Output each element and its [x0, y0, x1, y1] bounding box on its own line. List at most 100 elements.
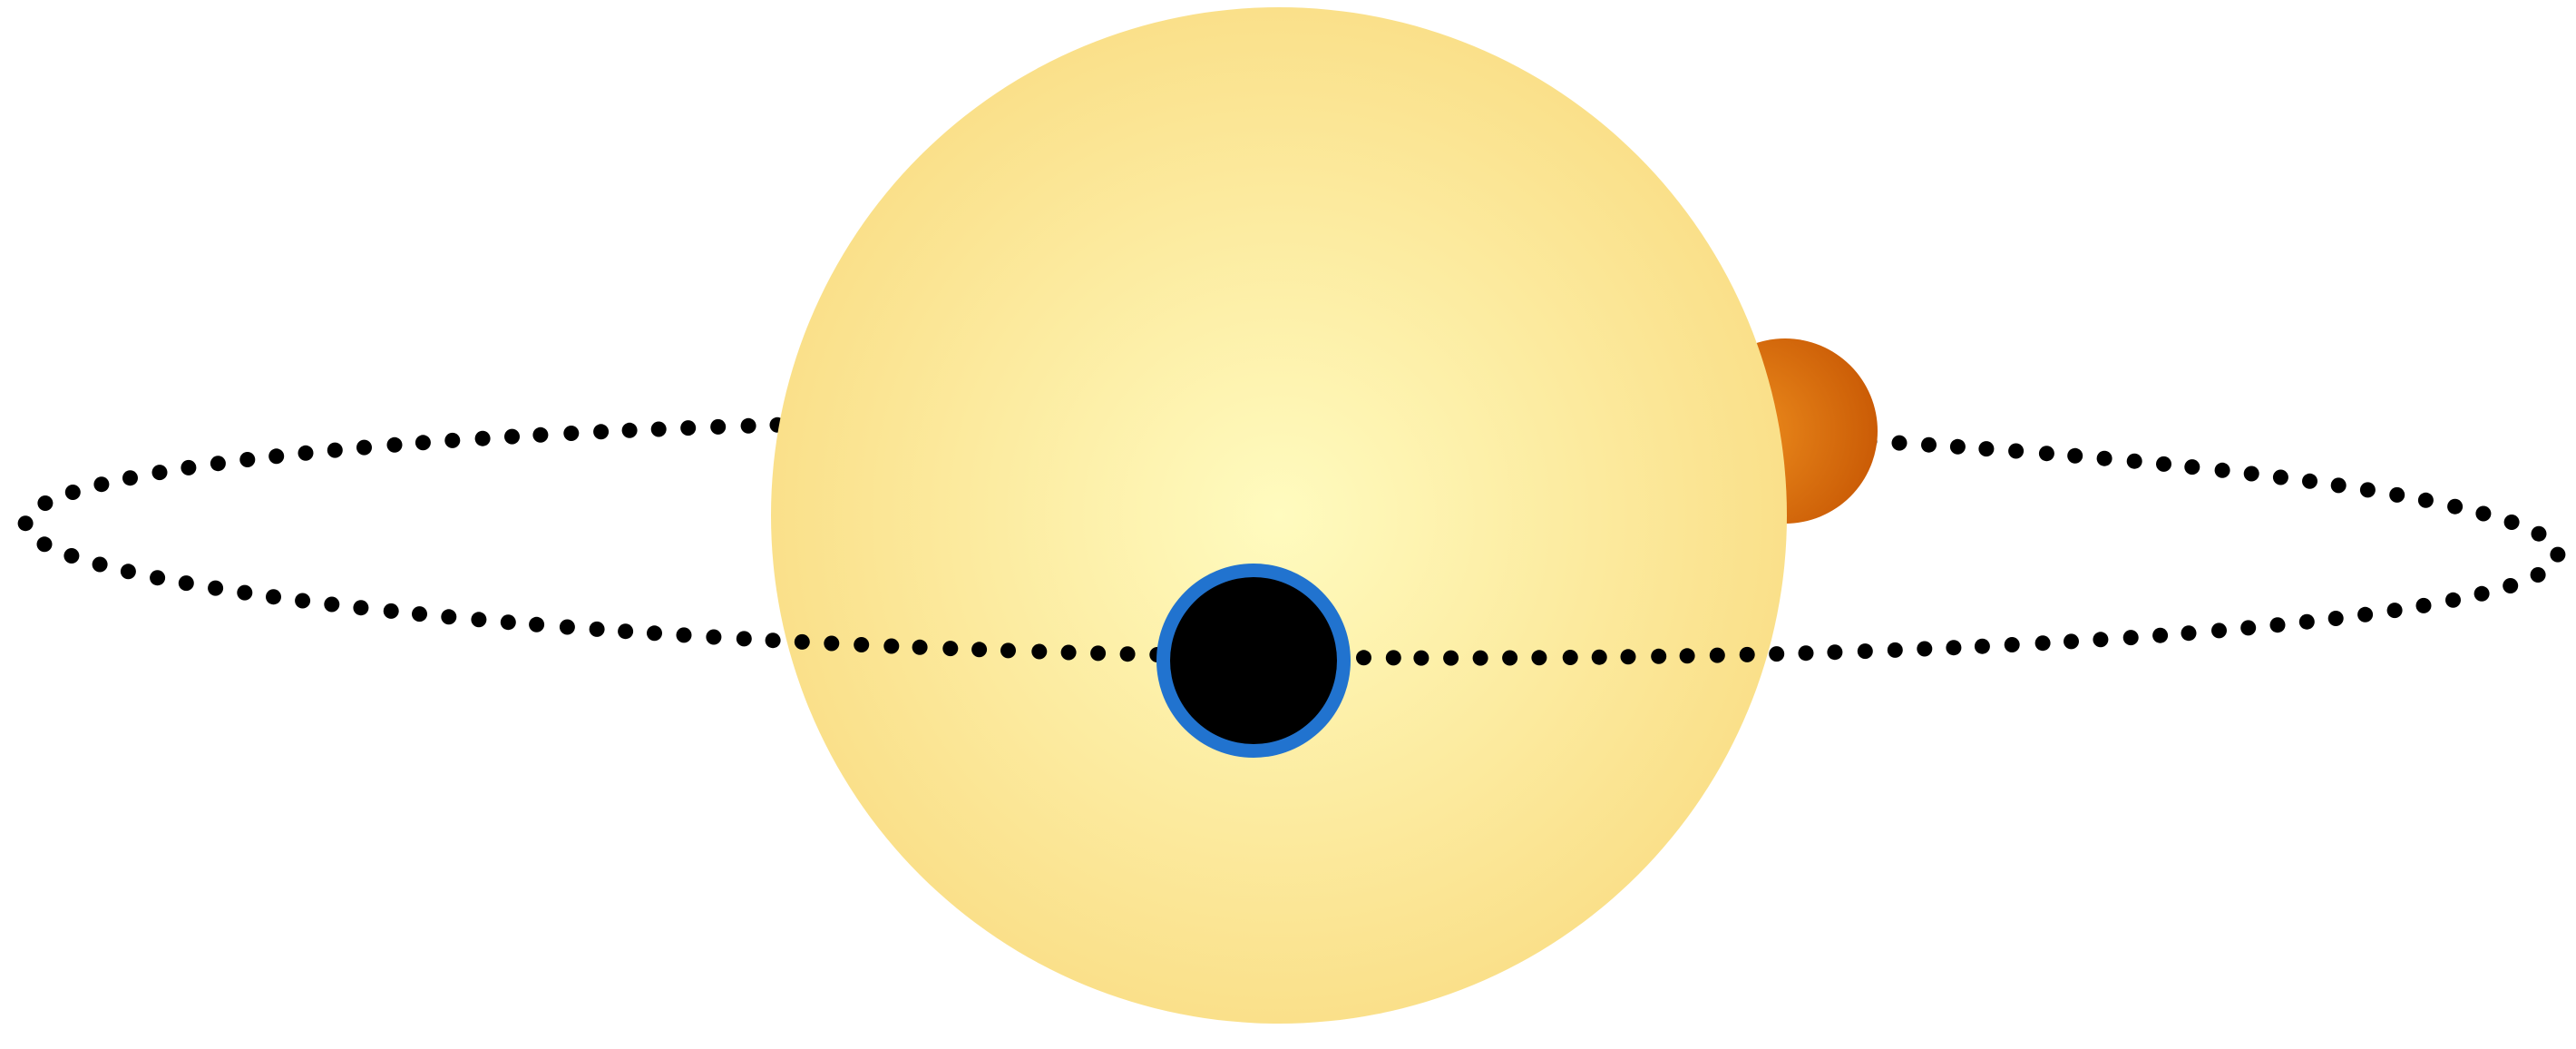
orbit-dot [2243, 466, 2259, 482]
orbit-dot [1887, 642, 1903, 658]
orbit-dot [765, 632, 781, 649]
orbit-dot [1974, 638, 1990, 654]
orbit-dot [2415, 597, 2432, 613]
orbit-dot [2067, 447, 2083, 464]
orbit-dot [2298, 613, 2315, 630]
orbit-dot [883, 638, 900, 654]
orbit-dot [2064, 633, 2079, 650]
orbit-dot [1031, 643, 1048, 660]
orbit-dot [178, 575, 194, 592]
orbit-dot [1472, 650, 1488, 666]
orbit-dot [676, 627, 692, 643]
orbit-dot [2240, 620, 2257, 636]
orbit-dot [1413, 650, 1429, 666]
orbit-dot [1620, 649, 1636, 665]
orbit-dot [824, 635, 840, 652]
orbit-dot [386, 436, 403, 453]
orbit-dot [1891, 435, 1908, 451]
orbit-dot [181, 459, 197, 475]
orbit-dot [854, 637, 870, 652]
orbit-dot [383, 603, 399, 619]
orbit-dot [122, 470, 138, 486]
orbit-dot [2181, 625, 2197, 642]
orbit-dot [1090, 645, 1107, 662]
orbit-dot [1679, 648, 1695, 664]
orbit-dot [1949, 438, 1966, 455]
orbit-dot [2214, 462, 2230, 478]
orbit-dot [529, 616, 545, 632]
orbit-dot [151, 465, 168, 481]
orbit-dot [563, 426, 580, 441]
orbit-dot [589, 621, 605, 637]
orbit-dot [266, 589, 281, 605]
orbit-dot [471, 612, 487, 628]
orbit-dot [208, 580, 224, 596]
orbit-dot [2008, 443, 2025, 459]
transiting-planet [1170, 577, 1337, 744]
orbit-dot [2530, 567, 2546, 583]
orbit-dot [2357, 606, 2374, 623]
orbit-dot [150, 570, 166, 586]
orbit-dot [1978, 441, 1995, 457]
orbit-dot [2417, 492, 2434, 508]
orbit-dot [1709, 647, 1725, 663]
orbit-dot [618, 623, 634, 640]
orbit-dot [120, 564, 136, 580]
orbit-dot [324, 596, 340, 613]
orbit-dot [412, 606, 427, 623]
orbit-dot [1356, 650, 1371, 666]
orbit-dot [474, 430, 491, 446]
orbit-dot [1531, 650, 1547, 666]
orbit-dot [2389, 486, 2405, 503]
orbit-dot [593, 424, 610, 440]
orbit-dot [1651, 648, 1667, 664]
orbit-dot [2550, 546, 2566, 563]
orbit-dot [2531, 525, 2547, 542]
orbit-dot [295, 593, 311, 609]
orbit-dot [2445, 592, 2461, 608]
orbit-dot [356, 439, 372, 456]
orbit-dot [1739, 646, 1755, 662]
orbit-dot [2272, 469, 2288, 485]
orbit-dot [942, 641, 959, 657]
orbit-dot [736, 631, 752, 647]
orbit-dot [2447, 498, 2464, 515]
orbit-dot [444, 432, 461, 448]
orbit-dot [2327, 611, 2344, 626]
orbit-dot [2184, 459, 2200, 475]
orbit-dot [1857, 643, 1873, 660]
orbit-dot [1000, 642, 1016, 659]
orbit-dot [2152, 627, 2169, 643]
orbit-dot [1769, 646, 1785, 662]
orbit-dot [650, 421, 667, 437]
orbit-dot [710, 418, 727, 435]
orbit-dot [1827, 644, 1843, 661]
orbit-dot [680, 420, 697, 436]
orbit-dot [559, 619, 575, 635]
orbit-dot [2475, 505, 2492, 522]
orbit-dot [1119, 646, 1136, 662]
orbit-dot [210, 456, 226, 472]
orbit-dot [239, 452, 256, 467]
orbit-dot [532, 426, 549, 443]
orbit-dot [2034, 635, 2051, 652]
orbit-dot [2503, 515, 2520, 530]
orbit-dot [64, 485, 81, 500]
orbit-dot [441, 609, 457, 625]
orbit-dot [2386, 603, 2403, 619]
orbit-dot [740, 417, 756, 434]
orbit-dot [2474, 585, 2490, 602]
orbit-dot [504, 428, 520, 445]
orbit-dot [2038, 446, 2054, 462]
orbit-dot [93, 476, 110, 493]
orbit-dot [17, 515, 34, 532]
orbit-dot [794, 633, 810, 650]
orbit-dot [1946, 640, 1962, 656]
orbit-dot [1562, 650, 1578, 665]
orbit-dot [63, 548, 80, 564]
orbit-dot [2503, 578, 2519, 593]
orbit-dot [1502, 650, 1518, 666]
orbit-dot [912, 639, 928, 655]
orbit-dot [1591, 649, 1607, 665]
orbit-dot [36, 536, 53, 553]
